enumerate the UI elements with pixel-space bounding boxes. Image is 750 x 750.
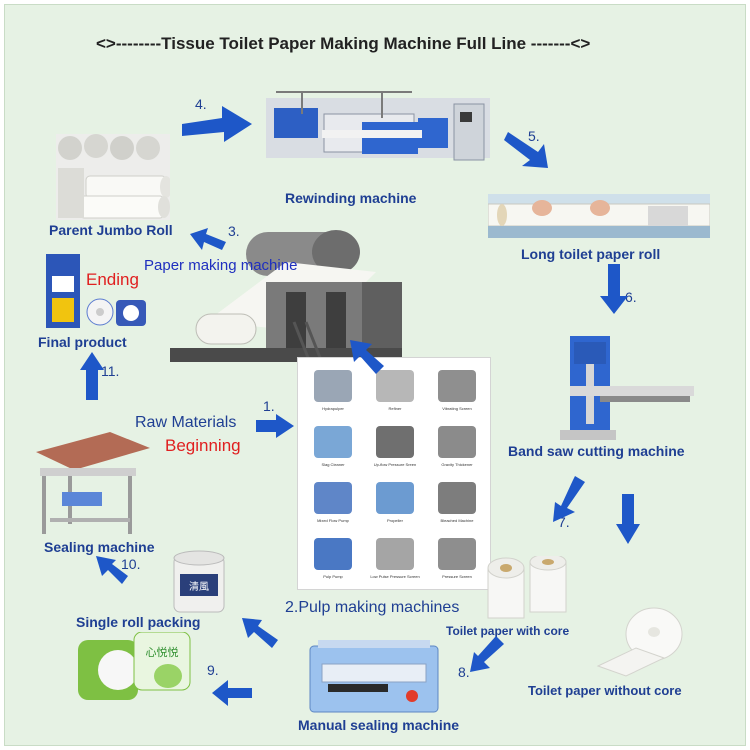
pulp-machine-caption: Bleached Machine [440, 518, 474, 523]
step-4-number: 4. [195, 96, 207, 112]
toilet-paper-with-core-image [487, 556, 567, 619]
parent-jumbo-roll-image [56, 134, 170, 220]
manual-sealing-machine-image [309, 640, 439, 713]
final-product-image [46, 254, 146, 328]
pulp-machine-item: Low Pulse Pressure Screen [366, 534, 424, 584]
pulp-machine-caption: Vibrating Screen [442, 406, 472, 411]
pulp-machine-caption: Low Pulse Pressure Screen [370, 574, 420, 579]
pulp-machine-caption: Pulp Pump [323, 574, 343, 579]
pulp-machine-item: Vibrating Screen [428, 366, 486, 416]
pulp-machine-image [376, 426, 414, 458]
pulp-machine-image [314, 482, 352, 514]
pulp-machine-caption: Up-flow Pressure Sreen [373, 462, 417, 467]
step-7-number: 7. [558, 514, 570, 530]
green-pack-brand: 心悦悦 [146, 645, 179, 659]
arrow-manual-to-single-roll [242, 618, 278, 648]
single-roll-packing-label: Single roll packing [76, 614, 201, 630]
step-10-number: 10. [121, 556, 141, 572]
arrow-step-11 [80, 352, 104, 400]
arrow-step-4 [182, 106, 252, 142]
rewinding-machine-image [266, 91, 490, 161]
pulp-machine-item: Pulp Pump [304, 534, 362, 584]
arrow-pulp-to-paper-machine [350, 340, 384, 374]
pulp-machine-image [438, 482, 476, 514]
toilet-paper-without-core-image [596, 607, 683, 677]
pulp-machines-label: 2.Pulp making machines [285, 599, 460, 616]
arrow-step-7-left [553, 476, 585, 522]
arrow-step-10 [96, 556, 128, 584]
pulp-machine-caption: Pressure Screen [442, 574, 472, 579]
arrow-step-7-right [616, 494, 640, 544]
rewinding-machine-label: Rewinding machine [285, 190, 417, 206]
arrow-step-6 [600, 264, 628, 314]
pulp-machine-image [314, 538, 352, 570]
single-roll-pack-image: 清風 [173, 550, 225, 613]
pulp-machine-caption: Refiner [388, 406, 402, 411]
arrow-step-5 [504, 132, 548, 168]
arrow-step-8 [470, 636, 504, 672]
band-saw-machine-image [560, 336, 694, 440]
pulp-machine-caption: Gravity Thickener [441, 462, 473, 467]
step-11-number: 11. [101, 363, 120, 379]
paper-making-machine-label: Paper making machine [144, 257, 298, 274]
pulp-machine-image [438, 426, 476, 458]
long-roll-label: Long toilet paper roll [521, 246, 661, 262]
step-5-number: 5. [528, 128, 540, 144]
final-product-label: Final product [38, 334, 127, 350]
sealing-machine-image [36, 432, 150, 534]
long-roll-image [488, 194, 710, 238]
diagram-title: <>--------Tissue Toilet Paper Making Mac… [96, 34, 591, 53]
toilet-paper-without-core-label: Toilet paper without core [528, 683, 682, 698]
step-8-number: 8. [458, 664, 470, 680]
pulp-machine-item: Pressure Screen [428, 534, 486, 584]
arrow-step-3 [190, 228, 226, 250]
green-roll-pack-image: 心悦悦 [78, 632, 191, 700]
pulp-machine-item: Propeller [366, 478, 424, 528]
band-saw-machine-label: Band saw cutting machine [508, 443, 685, 459]
pulp-machine-image [438, 538, 476, 570]
single-roll-brand: 清風 [189, 580, 209, 593]
sealing-machine-label: Sealing machine [44, 539, 155, 555]
pulp-machine-item: Mixed Flow Pump [304, 478, 362, 528]
raw-materials-label: Raw Materials [135, 414, 237, 431]
toilet-paper-with-core-label: Toilet paper with core [446, 624, 570, 638]
arrow-step-1 [256, 414, 294, 438]
pulp-machine-image [314, 426, 352, 458]
pulp-machine-image [376, 482, 414, 514]
ending-label: Ending [86, 270, 139, 289]
beginning-label: Beginning [165, 436, 241, 455]
pulp-machine-item: Gravity Thickener [428, 422, 486, 472]
pulp-machine-item: Bleached Machine [428, 478, 486, 528]
pulp-machine-item: Slag Cleaner [304, 422, 362, 472]
step-1-number: 1. [263, 398, 275, 414]
manual-sealing-machine-label: Manual sealing machine [298, 717, 460, 733]
parent-jumbo-roll-label: Parent Jumbo Roll [49, 222, 173, 238]
pulp-machine-image [314, 370, 352, 402]
pulp-machine-item: Refiner [366, 366, 424, 416]
pulp-machine-item: Hydrapulper [304, 366, 362, 416]
pulp-machine-item: Up-flow Pressure Sreen [366, 422, 424, 472]
pulp-machine-caption: Mixed Flow Pump [317, 518, 349, 523]
step-9-number: 9. [207, 662, 219, 678]
pulp-machine-image [438, 370, 476, 402]
pulp-machine-image [376, 538, 414, 570]
step-3-number: 3. [228, 223, 240, 239]
pulp-machine-caption: Propeller [386, 518, 403, 523]
pulp-machine-caption: Hydrapulper [322, 406, 344, 411]
pulp-machine-image [376, 370, 414, 402]
arrow-step-9 [212, 680, 252, 706]
step-6-number: 6. [625, 289, 637, 305]
pulp-machine-caption: Slag Cleaner [321, 462, 345, 467]
